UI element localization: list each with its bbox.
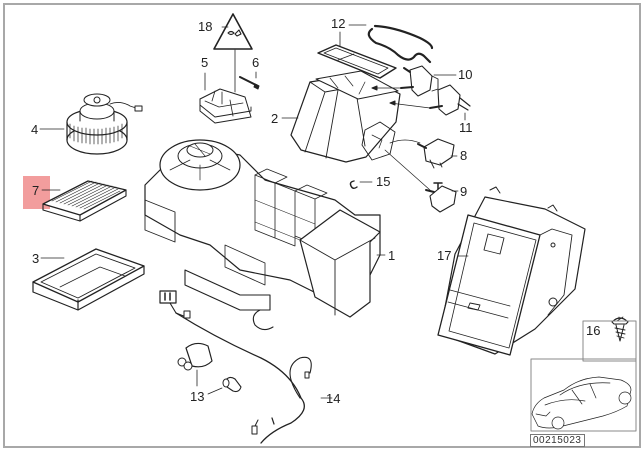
callout-5[interactable]: 5 (201, 55, 209, 70)
callout-10[interactable]: 10 (458, 67, 473, 82)
callout-8[interactable]: 8 (460, 148, 468, 163)
part-8-actuator[interactable] (389, 138, 455, 169)
vehicle-reference-illustration (531, 376, 632, 430)
callout-9[interactable]: 9 (460, 184, 468, 199)
callout-15[interactable]: 15 (376, 174, 391, 189)
part-2-evaporator-housing[interactable] (290, 70, 401, 163)
part-9-actuator[interactable] (384, 149, 457, 213)
callout-17[interactable]: 17 (437, 248, 452, 263)
part-17-glove-box[interactable] (437, 186, 586, 356)
callout-11[interactable]: 11 (459, 120, 473, 135)
leader-lines (39, 24, 469, 399)
part-4-blower-motor[interactable] (66, 93, 143, 155)
part-3-filter-tray[interactable] (32, 248, 145, 311)
part-6-screw[interactable] (239, 76, 260, 90)
part-5-blower-resistor[interactable] (199, 88, 252, 124)
part-13-hose-connector[interactable] (177, 342, 242, 395)
part-14-wiring-harness[interactable] (159, 290, 312, 444)
callout-13[interactable]: 13 (190, 389, 205, 404)
part-15-clip[interactable] (349, 180, 358, 189)
callout-4[interactable]: 4 (31, 122, 39, 137)
part-16-screw[interactable] (611, 316, 629, 342)
callout-2[interactable]: 2 (271, 111, 279, 126)
reference-box (530, 320, 637, 432)
callout-16[interactable]: 16 (586, 323, 601, 338)
callout-7[interactable]: 7 (32, 183, 40, 198)
part-12-gasket[interactable] (317, 24, 434, 79)
callout-6[interactable]: 6 (252, 55, 260, 70)
part-10-actuator[interactable] (371, 65, 439, 97)
callout-12[interactable]: 12 (331, 16, 346, 31)
part-11-actuator[interactable] (389, 84, 471, 116)
part-1-heater-housing[interactable] (144, 139, 381, 331)
diagram-number: 00215023 (530, 434, 585, 447)
callout-1[interactable]: 1 (388, 248, 396, 263)
callout-18[interactable]: 18 (198, 19, 213, 34)
callout-14[interactable]: 14 (326, 391, 341, 406)
part-18-warning-label[interactable] (213, 13, 253, 93)
part-7-microfilter[interactable] (42, 180, 127, 222)
callout-3[interactable]: 3 (32, 251, 40, 266)
